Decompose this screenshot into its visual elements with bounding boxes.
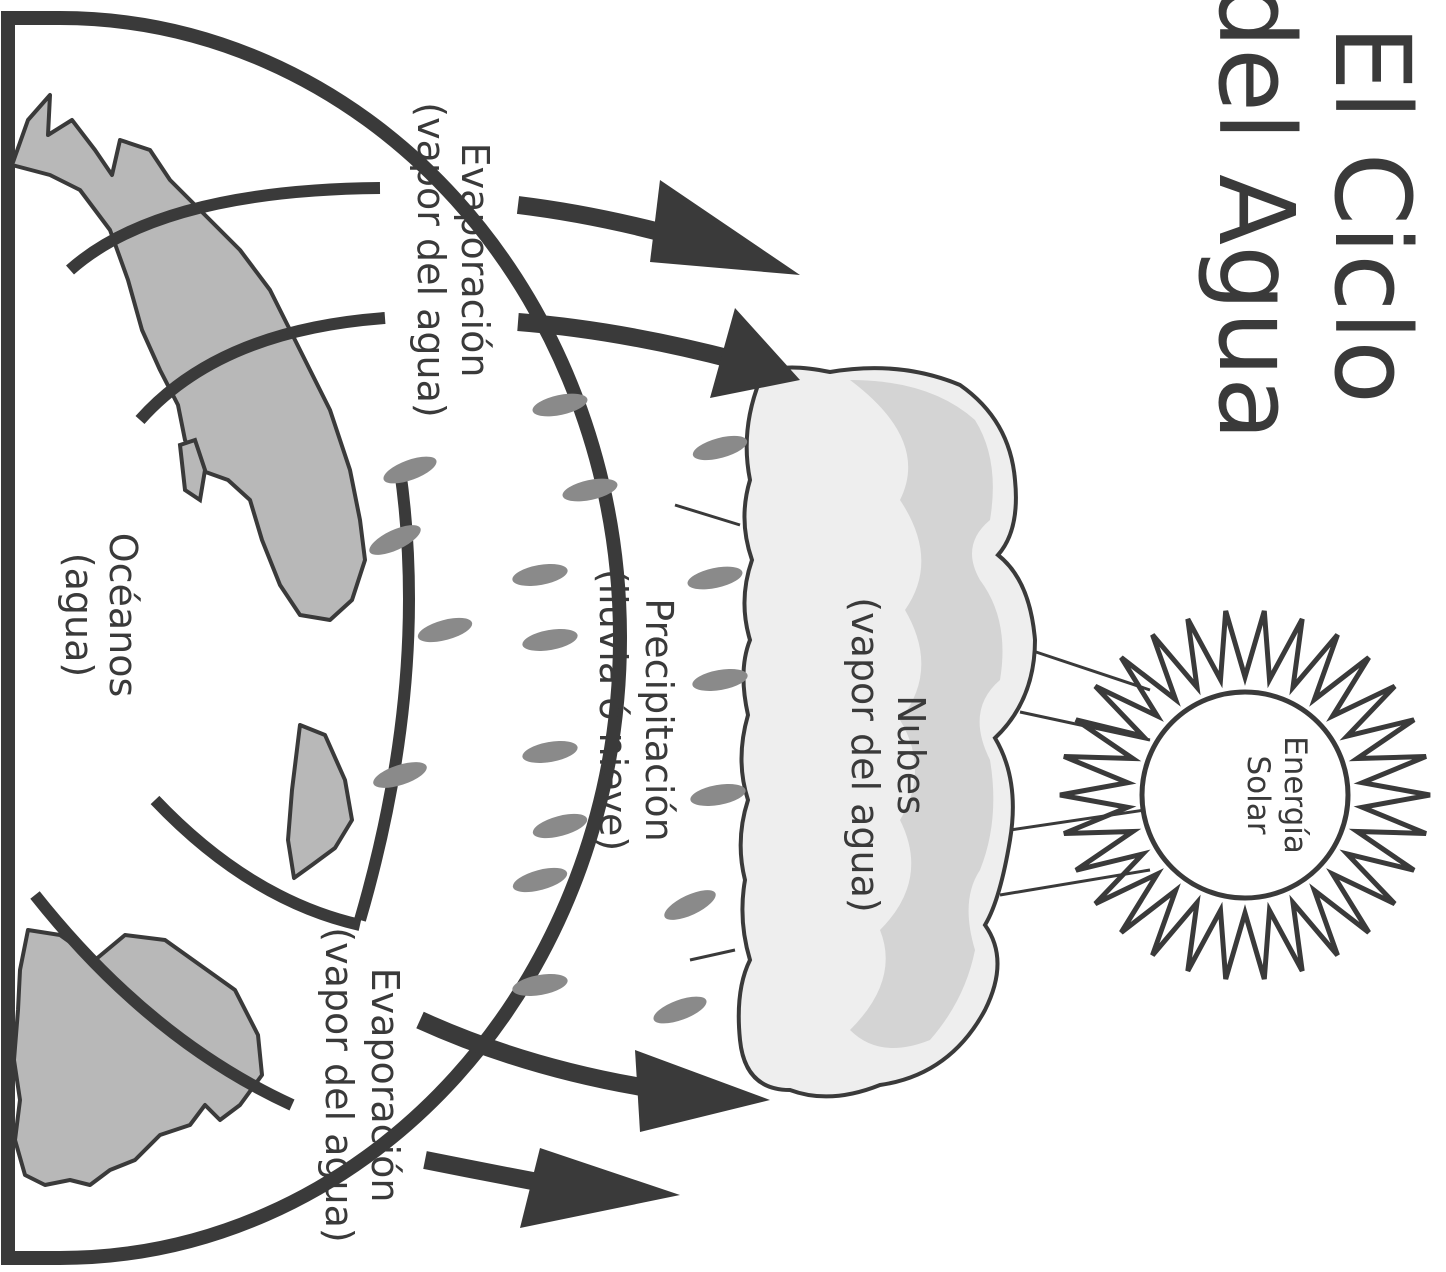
oceans-label-line-1: Océanos [101,533,145,698]
rain-drop [692,435,748,461]
latitude-arc-2 [135,312,386,424]
rain-drop [512,564,568,586]
rain-drop [562,478,618,502]
earth [1,11,627,1265]
sun-beam [1009,808,1146,832]
sun-label-line-1: Energía [1277,736,1313,854]
sun-label-line-2: Solar [1240,756,1276,835]
rain-drop [690,784,746,806]
arrow-head [520,1148,680,1228]
sun-beam [1019,710,1151,742]
title-line-2: del Agua [1195,0,1317,441]
rain-drop [369,525,421,555]
title-line-1: El Ciclo [1311,25,1433,404]
latitude-arc-3 [150,795,362,931]
sun-beam [1029,648,1151,692]
clouds-label-line-2: (vapor del agua) [843,597,887,912]
sun-disc [1139,689,1351,901]
arrow-head [650,180,800,275]
cloud-streak [689,948,736,962]
cloud-shading [850,380,1003,1048]
evaporation-bottom-label-line-2: (vapor del agua) [317,927,361,1242]
continent-south-america [286,723,354,880]
rain-drop [687,566,743,590]
precipitation-label-line-1: Precipitación [637,598,681,842]
rain-drop [532,813,588,839]
rain-drops [369,393,748,1024]
rain-drop [512,867,568,893]
continent-north-america [10,93,367,622]
clouds-label-line-1: Nubes [889,695,933,815]
arrow-head [635,1050,770,1132]
cloud [674,365,1038,1099]
rain-drop [522,629,578,651]
precipitation-label-line-2: (lluvia ó nieve) [591,569,635,851]
rain-drop [512,974,568,996]
rain-drop [417,617,473,643]
evaporation-arrows [416,180,800,1228]
rain-drop [373,762,427,788]
arrow-shaft [416,1011,662,1099]
oceans-label-line-2: (agua) [57,553,101,677]
continent-europe-africa [12,928,264,1187]
rain-drop [692,669,748,691]
sun-beam [999,868,1151,897]
sun [999,610,1431,980]
rain-drop [653,996,707,1024]
cloud-streak [674,503,741,527]
rain-drop [532,393,588,417]
latitude-arc-4 [30,891,295,1111]
evaporation-bottom-label-line-1: Evaporación [363,968,407,1203]
evaporation-top-label-line-1: Evaporación [453,143,497,378]
rain-drop [383,456,437,484]
rain-drop [522,741,578,763]
arrow-head [710,308,800,398]
latitude-arc-1 [66,182,381,275]
island-small [177,437,208,504]
diagram-title: El Ciclo del Agua [1195,0,1433,441]
evaporation-top-label-line-2: (vapor del agua) [409,102,453,417]
rain-drop [664,890,716,920]
arrow-shaft [517,313,738,369]
